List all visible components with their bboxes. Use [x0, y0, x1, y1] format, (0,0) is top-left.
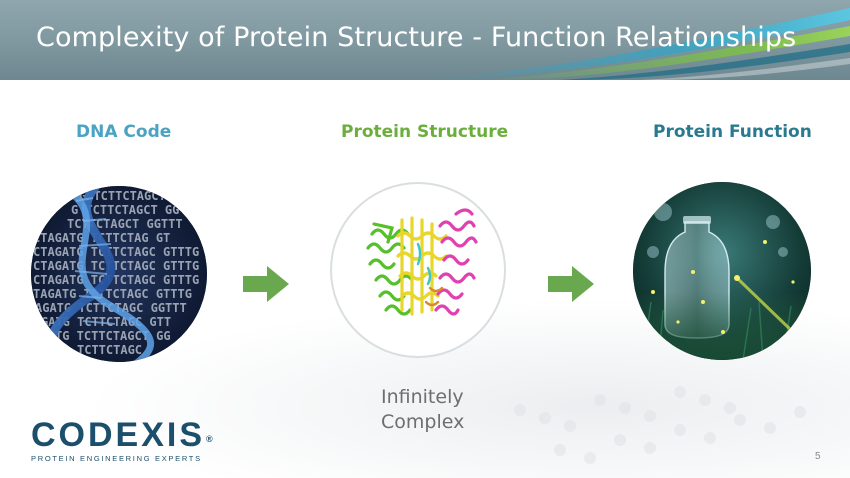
dna-sequence-line: TCTTCTAGC	[77, 343, 142, 357]
arrow-right-icon	[548, 266, 594, 302]
dna-helix-graphic: G TCTTCTAGCT GG TCTTCTAGCT GGTCTTCTAGCT …	[31, 186, 207, 362]
dna-sequence-line: CTAGATG TCTTCTAGC GTTTG	[33, 245, 199, 259]
logo-tagline: PROTEIN ENGINEERING EXPERTS	[31, 454, 202, 463]
jar-fireflies-graphic	[633, 182, 811, 360]
dna-sequence-line: CTAGATG TCTTCTAGC GTTTG	[33, 259, 199, 273]
registered-mark: ®	[206, 434, 213, 444]
caption-line-2: Complex	[381, 411, 465, 433]
banner-swoosh-graphic	[420, 8, 850, 80]
dna-sequence-line: G TCTTCTAGCT GG	[71, 203, 179, 217]
protein-structure-image	[330, 182, 506, 358]
protein-function-image	[633, 182, 811, 360]
slide-title: Complexity of Protein Structure - Functi…	[36, 22, 797, 53]
heading-dna-code: DNA Code	[76, 122, 172, 142]
caption-line-1: Infinitely	[381, 386, 464, 408]
arrow-right-icon	[243, 266, 289, 302]
codexis-logo: CODEXIS® PROTEIN ENGINEERING EXPERTS	[31, 418, 213, 463]
heading-protein-function: Protein Function	[653, 122, 812, 142]
logo-wordmark: CODEXIS®	[31, 418, 213, 452]
complexity-caption: Infinitely Complex	[381, 385, 481, 435]
logo-word-text: CODEXIS	[31, 416, 206, 454]
dna-sequence-line: CTAGATG TCTTCTAGC GTTTG	[33, 273, 199, 287]
title-banner: Complexity of Protein Structure - Functi…	[0, 0, 850, 80]
dna-sequence-line: TAGATG TCTTCTAGC GTTTG	[33, 287, 192, 301]
heading-protein-structure: Protein Structure	[341, 122, 509, 142]
protein-ribbon-graphic	[366, 208, 478, 316]
page-number: 5	[815, 451, 821, 462]
